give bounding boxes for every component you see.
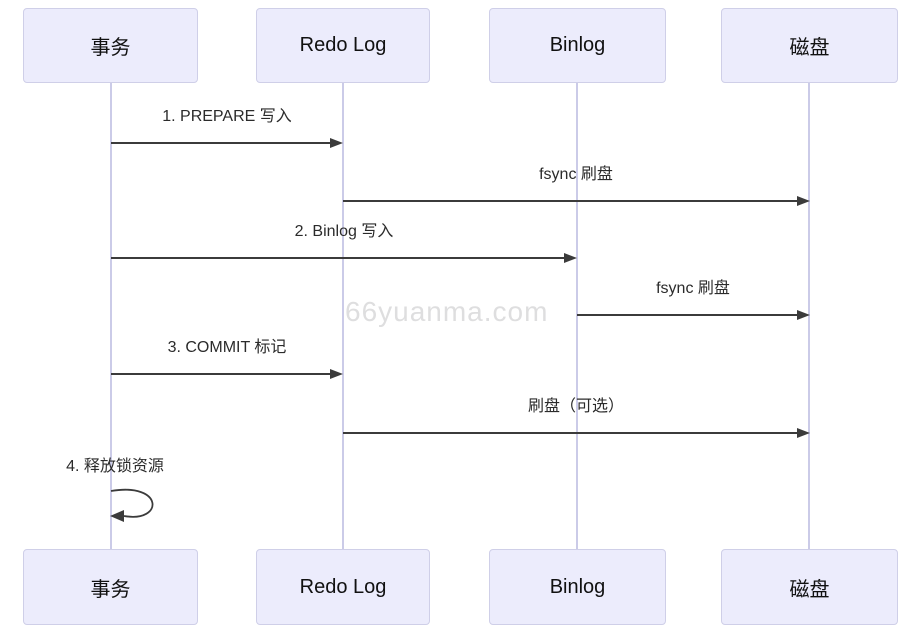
message-arrow-line — [111, 142, 332, 144]
message-label-fsync-flush-2: fsync 刷盘 — [656, 280, 730, 297]
actor-label: 磁盘 — [789, 37, 830, 59]
arrowhead-icon — [797, 196, 810, 206]
lifeline-redo-log — [342, 83, 344, 549]
actor-top-redo-log: Redo Log — [256, 8, 430, 83]
actor-label: 事务 — [90, 578, 131, 601]
arrowhead-icon — [564, 253, 577, 263]
arrowhead-icon — [797, 310, 810, 320]
actor-label: 磁盘 — [789, 578, 830, 601]
actor-top-disk: 磁盘 — [721, 8, 898, 83]
watermark-text: 66yuanma.com — [345, 296, 549, 327]
actor-label: Binlog — [549, 34, 606, 56]
actor-label: Binlog — [549, 575, 606, 598]
arrowhead-icon — [110, 510, 124, 522]
message-label-prepare-write: 1. PREPARE 写入 — [162, 108, 292, 125]
arrowhead-icon — [330, 138, 343, 148]
actor-label: 事务 — [90, 37, 131, 59]
actor-bottom-redo-log: Redo Log — [256, 549, 430, 625]
actor-top-transaction: 事务 — [23, 8, 198, 83]
lifeline-binlog — [576, 83, 578, 549]
actor-label: Redo Log — [299, 575, 387, 598]
message-arrow-line — [111, 257, 566, 259]
actor-label: Redo Log — [299, 34, 387, 56]
actor-top-binlog: Binlog — [489, 8, 666, 83]
message-label-optional-flush: 刷盘（可选） — [527, 398, 625, 415]
self-loop-arrow — [110, 488, 154, 522]
message-arrow-line — [343, 200, 799, 202]
message-label-binlog-write: 2. Binlog 写入 — [294, 223, 394, 240]
message-label-fsync-flush-1: fsync 刷盘 — [539, 166, 613, 183]
actor-bottom-disk: 磁盘 — [721, 549, 898, 625]
message-arrow-line — [577, 314, 799, 316]
message-label-release-locks: 4. 释放锁资源 — [66, 458, 164, 475]
actor-bottom-binlog: Binlog — [489, 549, 666, 625]
actor-bottom-transaction: 事务 — [23, 549, 198, 625]
arrowhead-icon — [797, 428, 810, 438]
arrowhead-icon — [330, 369, 343, 379]
message-arrow-line — [111, 373, 332, 375]
lifeline-transaction — [110, 83, 112, 549]
message-arrow-line — [343, 432, 799, 434]
message-label-commit-mark: 3. COMMIT 标记 — [167, 339, 287, 356]
